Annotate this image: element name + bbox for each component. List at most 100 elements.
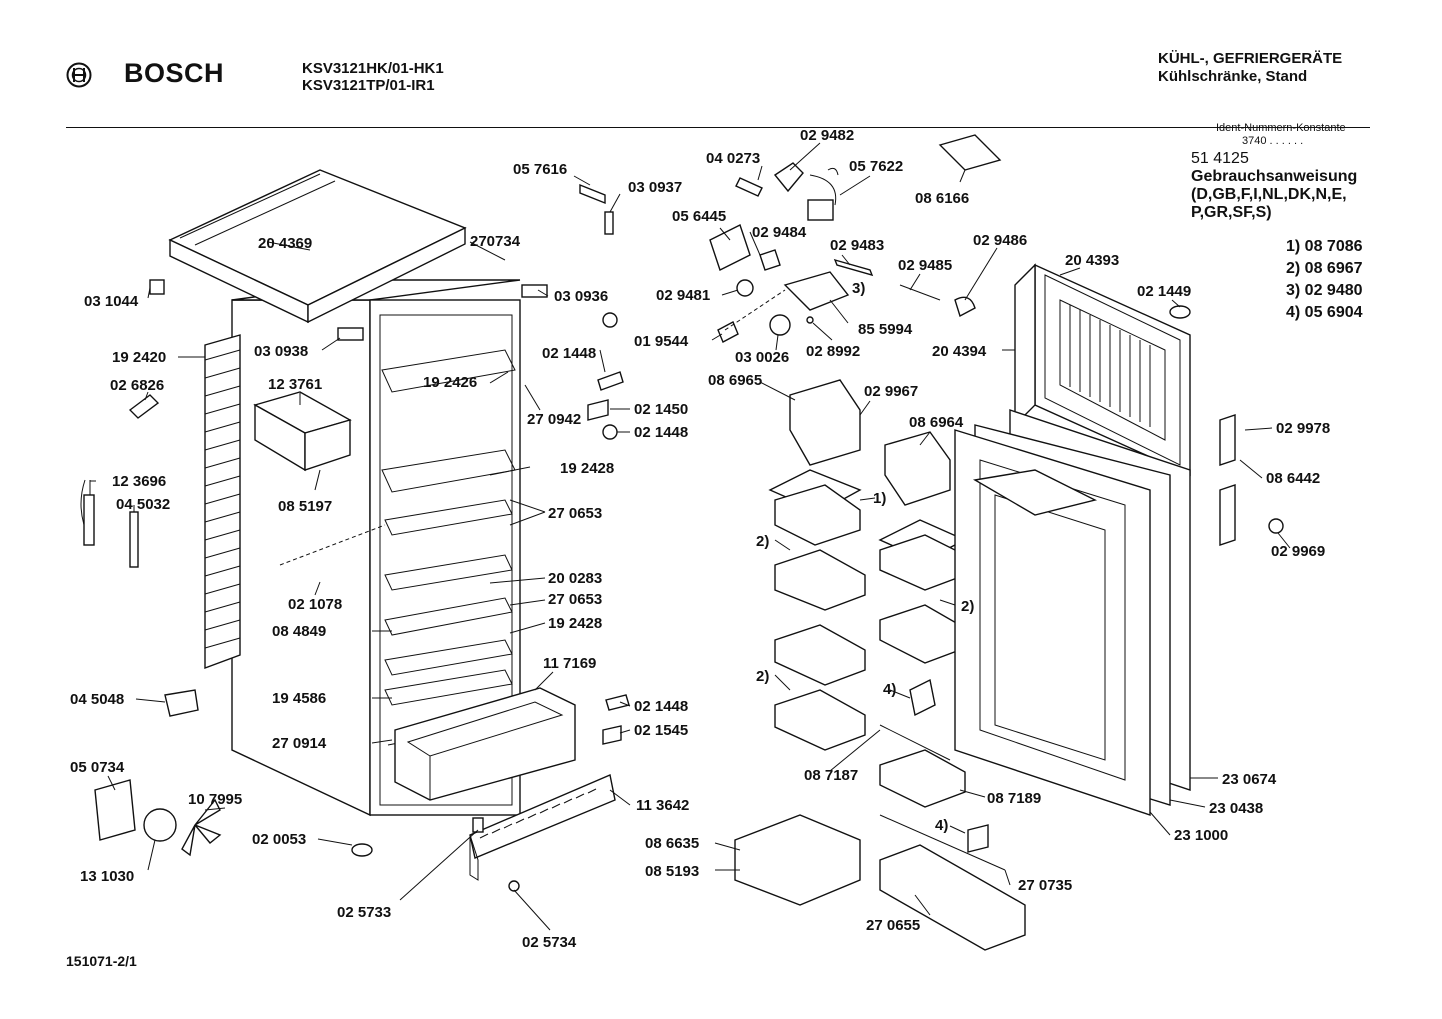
part-label: 20 4369 (258, 235, 312, 252)
part-label: 13 1030 (80, 868, 134, 885)
part-foot (351, 843, 373, 857)
model-numbers: KSV3121HK/01-HK1 KSV3121TP/01-IR1 (302, 60, 444, 94)
part-label: 03 0936 (554, 288, 608, 305)
brand-name: BOSCH (124, 58, 225, 88)
part-door-shelf (879, 844, 1026, 951)
part-label: 03 0937 (628, 179, 682, 196)
part-vegetable-box (734, 814, 861, 906)
ident-value: 3740 . . . . . . (1242, 135, 1304, 147)
part-label: 85 5994 (858, 321, 913, 338)
part-cap (1169, 305, 1191, 319)
part-label: 23 1000 (1174, 827, 1228, 844)
part-label: 02 1448 (634, 424, 688, 441)
part-label: 02 5734 (522, 934, 577, 951)
footnote: 1) 08 7086 (1286, 238, 1363, 255)
part-label: 08 4849 (272, 623, 326, 640)
part-label: 02 9969 (1271, 543, 1325, 560)
part-lamp-cover (938, 134, 1002, 171)
part-label: 05 7616 (513, 161, 567, 178)
part-label: 27 0653 (548, 591, 602, 608)
part-label: 08 7189 (987, 790, 1041, 807)
part-label: 11 7169 (543, 655, 596, 672)
part-label: 10 7995 (188, 791, 242, 808)
part-bracket (149, 279, 165, 295)
bosch-logo-icon (66, 62, 92, 88)
part-label: 02 1448 (634, 698, 688, 715)
ident-constant: Ident-Nummern-Konstante 3740 . . . . . . (1216, 122, 1346, 148)
footnote: 3) 02 9480 (1286, 282, 1363, 299)
leader-lines (90, 142, 1291, 931)
part-label: 1) (873, 490, 886, 507)
part-label: 05 0734 (70, 759, 125, 776)
drawing-number: 151071-2/1 (66, 953, 137, 969)
part-label: 02 9978 (1276, 420, 1330, 437)
part-label: 02 0053 (252, 831, 306, 848)
part-clip (128, 394, 160, 419)
hinge-parts (472, 183, 630, 833)
condenser-coil (204, 334, 241, 670)
part-hinge-pin (337, 327, 364, 341)
part-label: 08 6965 (708, 372, 762, 389)
part-label: 2) (961, 598, 974, 615)
part-label: 02 8992 (806, 343, 860, 360)
header-divider (66, 127, 1370, 128)
part-label: 12 3761 (268, 376, 322, 393)
part-label: 02 9483 (830, 237, 884, 254)
freezer-door (1014, 263, 1191, 477)
part-label: 02 9484 (752, 224, 807, 241)
door-bins (768, 379, 967, 808)
part-label: 05 6445 (672, 208, 726, 225)
part-cap (1268, 518, 1284, 534)
ice-cube-tray (253, 391, 352, 472)
part-label: 08 6635 (645, 835, 699, 852)
top-cover (168, 169, 467, 324)
part-label: 02 1449 (1137, 283, 1191, 300)
part-label: 03 0938 (254, 343, 308, 360)
part-label: 27 0942 (527, 411, 581, 428)
part-label: 08 5197 (278, 498, 332, 515)
part-label: 08 6442 (1266, 470, 1320, 487)
part-label: 03 1044 (84, 293, 139, 310)
part-label: 2) (756, 668, 769, 685)
part-hinge (1219, 484, 1236, 546)
part-label: 19 2428 (560, 460, 614, 477)
part-label: 4) (935, 817, 948, 834)
part-fan-blade (181, 798, 222, 857)
part-clip (967, 824, 989, 853)
user-manual-block: 51 4125 Gebrauchsanweisung (D,GB,F,I,NL,… (1191, 150, 1357, 222)
part-label: 04 5032 (116, 496, 170, 513)
part-label: 01 9544 (634, 333, 689, 350)
part-label: 04 5048 (70, 691, 124, 708)
part-label: 3) (852, 280, 865, 297)
part-label: 02 1545 (634, 722, 688, 739)
part-label: 02 9481 (656, 287, 710, 304)
footnote: 4) 05 6904 (1286, 304, 1363, 321)
part-label: 27 0914 (272, 735, 327, 752)
part-label: 27 0653 (548, 505, 602, 522)
part-screw (508, 880, 520, 892)
product-category: KÜHL-, GEFRIERGERÄTE Kühlschränke, Stand (1158, 50, 1342, 86)
part-label: 02 5733 (337, 904, 391, 921)
manual-languages: P,GR,SF,S) (1191, 204, 1272, 221)
part-label: 23 0674 (1222, 771, 1277, 788)
part-label: 19 4586 (272, 690, 326, 707)
manual-title: Gebrauchsanweisung (1191, 168, 1358, 185)
category-line: Kühlschränke, Stand (1158, 68, 1308, 85)
footnotes: 1) 08 7086 2) 08 6967 3) 02 9480 4) 05 6… (1286, 236, 1363, 324)
part-label: 19 2420 (112, 349, 166, 366)
part-label: 08 7187 (804, 767, 858, 784)
part-fan-motor (143, 808, 177, 842)
part-hinge (1219, 414, 1236, 466)
part-label: 2) (756, 533, 769, 550)
part-cap (521, 284, 548, 298)
part-label: 08 6964 (909, 414, 964, 431)
part-label: 270734 (470, 233, 521, 250)
part-label: 20 4393 (1065, 252, 1119, 269)
part-label: 02 6826 (110, 377, 164, 394)
part-label: 04 0273 (706, 150, 760, 167)
part-label: 02 9482 (800, 127, 854, 144)
part-label: 12 3696 (112, 473, 166, 490)
fridge-door (954, 409, 1191, 816)
part-label: 02 1078 (288, 596, 342, 613)
part-label: 23 0438 (1209, 800, 1263, 817)
